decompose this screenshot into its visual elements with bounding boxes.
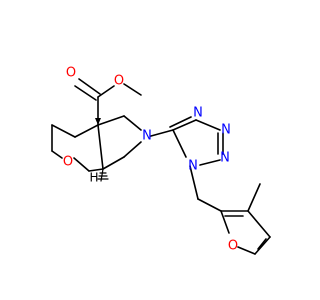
furan-o-c5-bond <box>237 246 256 255</box>
furan-group <box>197 183 271 255</box>
tetrazole-c-n2-bond <box>172 119 197 131</box>
pyrrolidine-nitrogen-to-tetrazole-bond <box>150 129 174 137</box>
tetrazole-n1-label: N <box>188 159 198 174</box>
pyrrolidine-bond-1 <box>97 115 125 126</box>
pyrrolidine-nitrogen-label: N <box>142 129 152 144</box>
furan-methyl-bond <box>247 183 261 212</box>
pyran-ch2-bond-1 <box>51 124 76 138</box>
pyrrolidine-bond-4 <box>102 156 125 170</box>
tetrazole-to-ch2-bond <box>189 165 199 200</box>
pyran-oxygen-bond-left <box>51 150 63 159</box>
ring-junction-bond <box>97 124 104 170</box>
fused-ring-system <box>51 115 142 182</box>
furan-c5-c4-double-bond <box>257 238 267 250</box>
pyrrolidine-bond-2 <box>123 115 142 131</box>
tetrazole-n3-label: N <box>221 123 231 138</box>
tetrazole-n2-label: N <box>193 106 203 121</box>
structure-canvas: O O O N N N N N O H <box>51 66 271 255</box>
ester-carbonyl-double-bond-a <box>78 78 101 95</box>
ester-carbonyl-double-bond-b <box>74 85 97 101</box>
furan-c2-o-bond <box>220 210 230 234</box>
furan-c4-c3-bond <box>247 210 271 238</box>
molecule-structure: O O O N N N N N O H <box>51 66 271 255</box>
pyrrolidine-bond-3 <box>123 141 142 158</box>
tetrazole-n1-c-bond <box>172 129 187 158</box>
furan-oxygen-label: O <box>228 239 238 254</box>
ester-group <box>74 78 142 126</box>
tetrazole-n4-n1-bond <box>199 159 221 166</box>
tetrazole-c-n2-double-bond <box>169 116 192 128</box>
quaternary-stereo-wedge <box>95 118 101 125</box>
quaternary-to-ch2-bond <box>74 124 99 138</box>
tetrazole-ring <box>150 116 224 200</box>
ester-c-o-bond <box>97 85 115 98</box>
ester-oxygen-label: O <box>114 74 124 89</box>
pyran-ch2-to-ring-junction-bond <box>88 168 104 172</box>
pyran-oxygen-label: O <box>63 155 73 170</box>
ester-o-methyl-bond <box>123 83 142 96</box>
tetrazole-n4-label: N <box>220 151 230 166</box>
stereo-hydrogen-label: H <box>89 171 98 185</box>
ch2-to-furan-bond <box>197 198 222 212</box>
furan-c5-c4-bond <box>254 236 271 255</box>
pyran-oxygen-bond-right <box>73 157 90 172</box>
ester-carbonyl-oxygen-label: O <box>66 66 76 81</box>
tetrazole-n2-n3-bond <box>195 119 221 131</box>
